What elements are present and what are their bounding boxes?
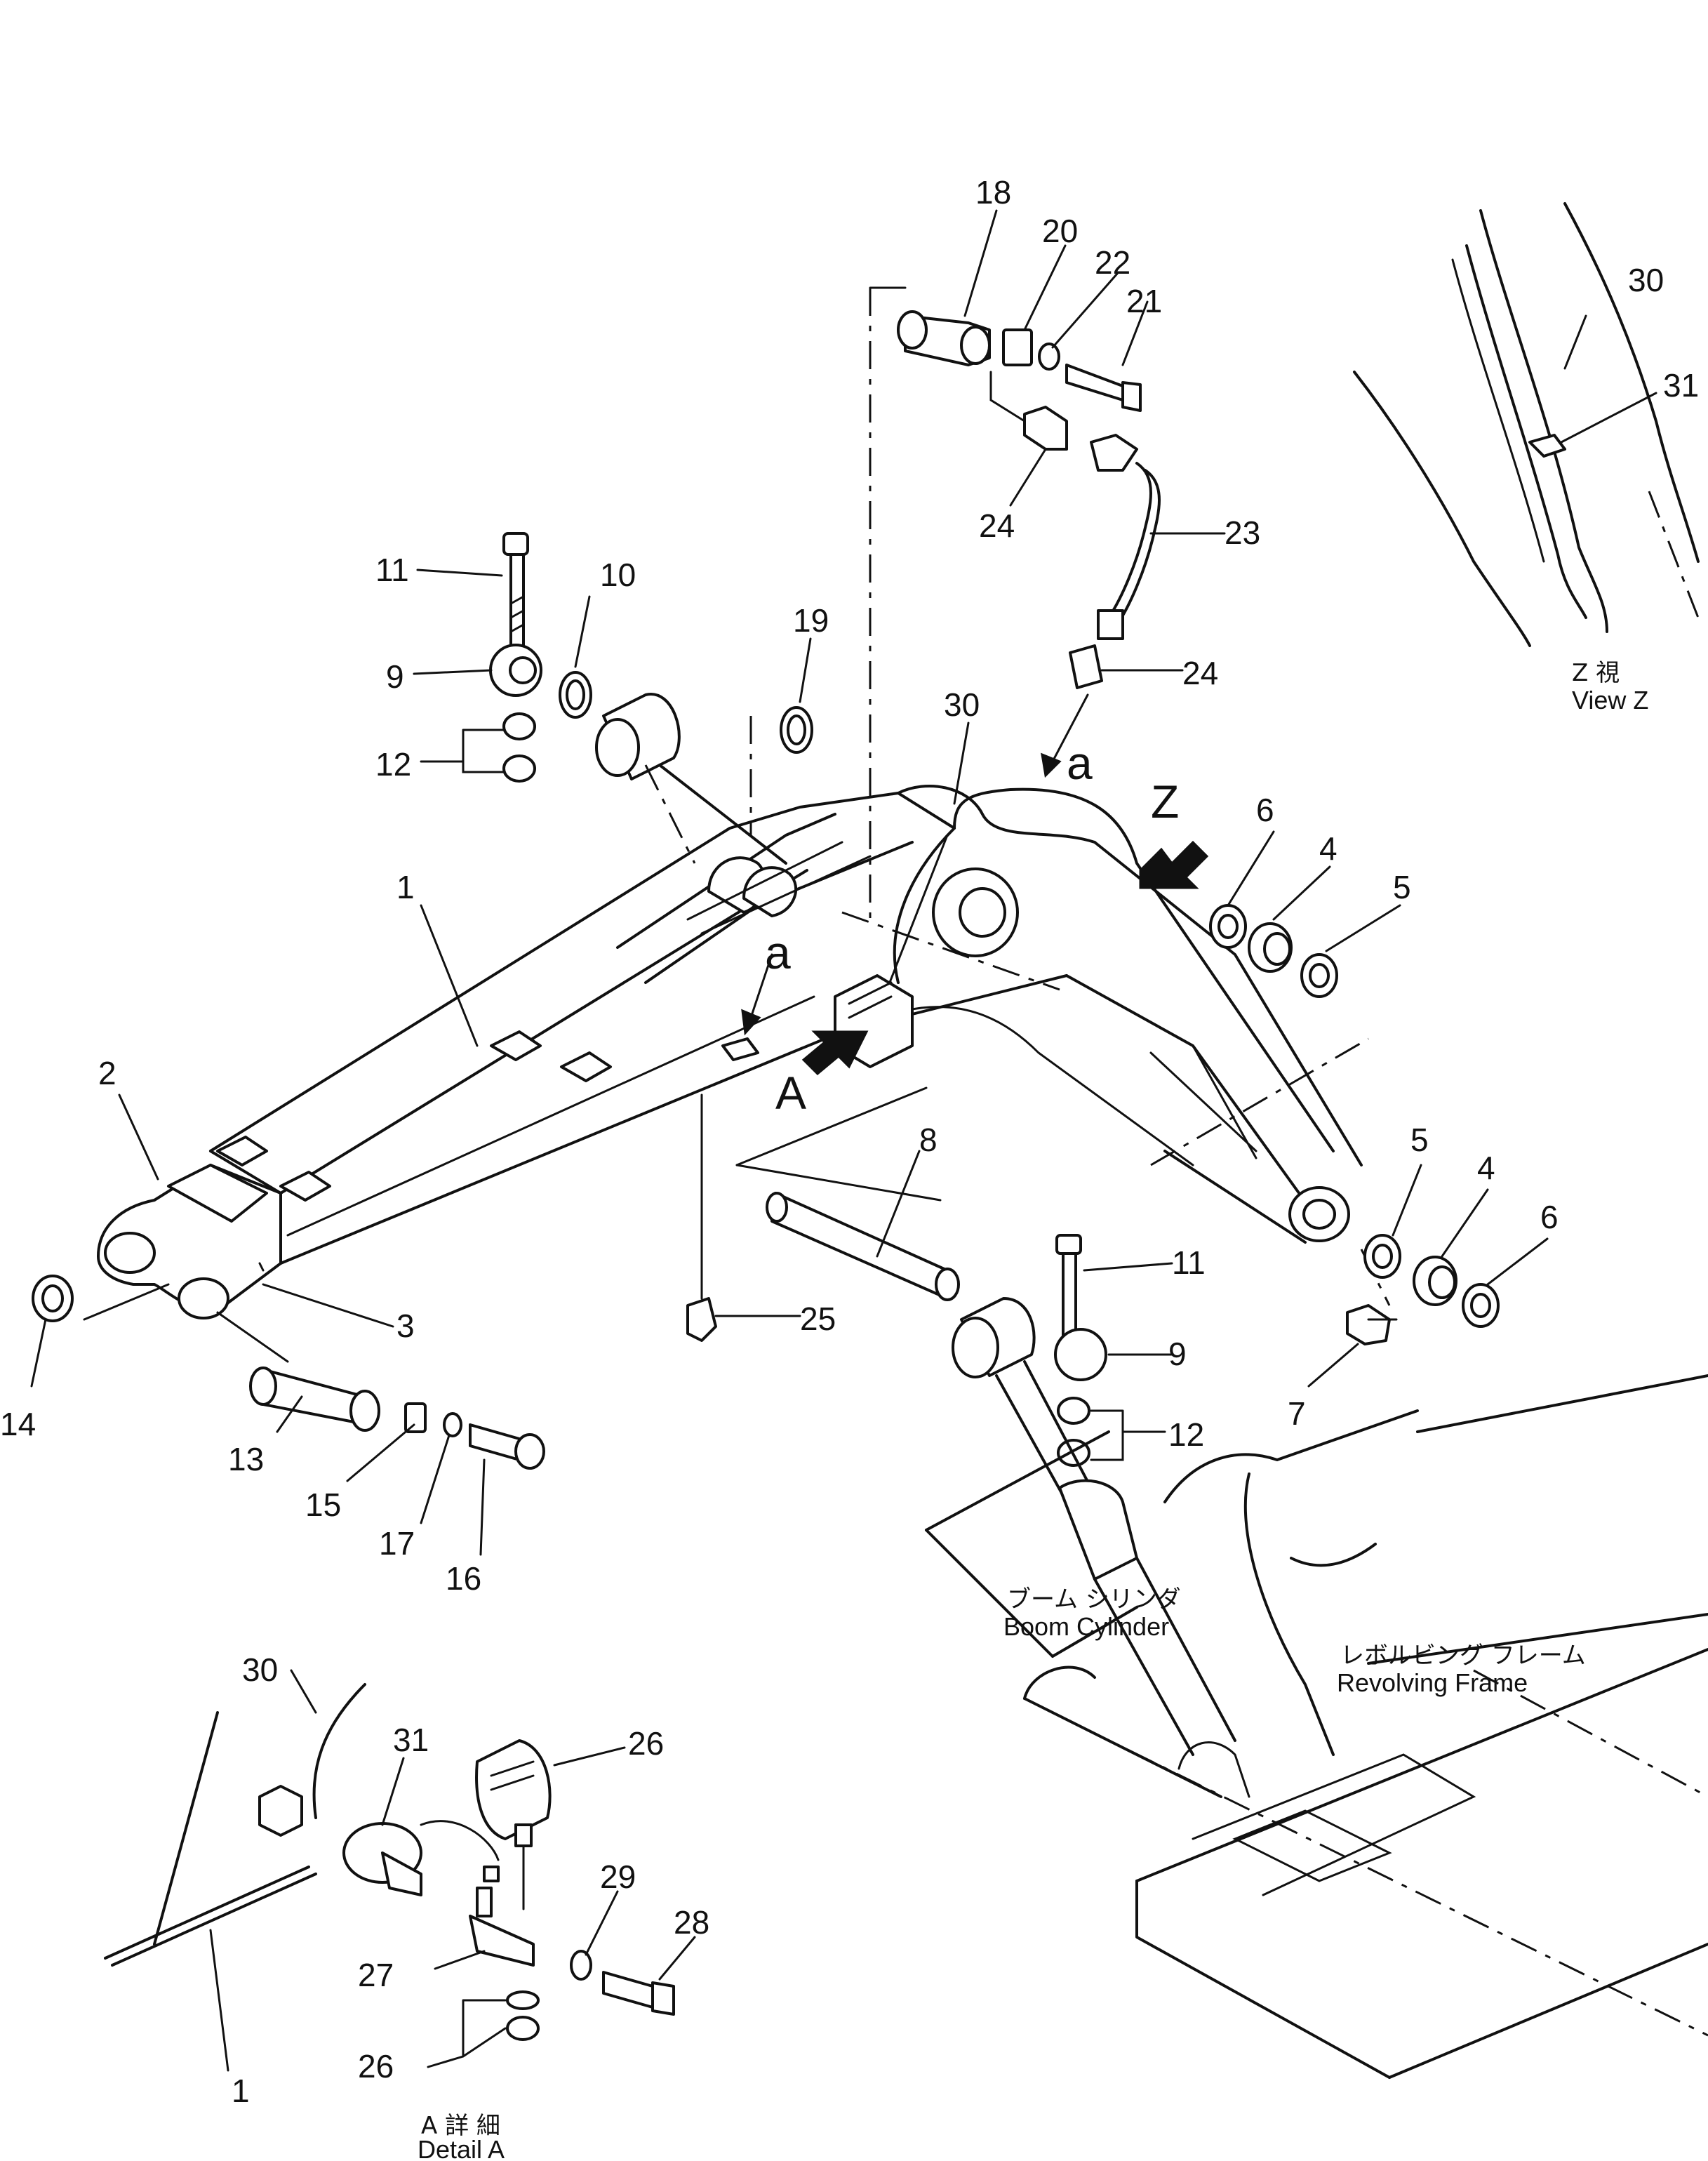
callout-30-boom: 30 xyxy=(944,686,980,723)
revolving-frame-caption-en: Revolving Frame xyxy=(1337,1668,1528,1697)
detail-a-arrow-icon xyxy=(801,1030,869,1076)
callout-26-nut: 26 xyxy=(358,2048,394,2084)
lower-pin-assembly xyxy=(766,1192,1236,1756)
detail-a-caption-jp: A 詳 細 xyxy=(421,2112,500,2140)
callout-4-lower: 4 xyxy=(1477,1150,1495,1186)
boom-cylinder-caption-jp: ブーム シリンダ xyxy=(1007,1585,1181,1614)
callout-28: 28 xyxy=(674,1904,709,1941)
callout-labels: 1 2 3 4 4 5 5 6 6 7 8 9 9 10 11 11 12 12… xyxy=(0,174,1699,2109)
view-z-caption-jp: Z 視 xyxy=(1572,659,1620,687)
callout-9-lower: 9 xyxy=(1168,1336,1187,1372)
callout-5-upper: 5 xyxy=(1393,869,1411,905)
assembly-lines xyxy=(735,286,1391,1306)
boom-body xyxy=(209,785,1363,1265)
callout-17: 17 xyxy=(379,1525,415,1562)
callout-21: 21 xyxy=(1126,283,1162,319)
callout-2: 2 xyxy=(98,1055,116,1091)
callout-24-upper: 24 xyxy=(979,507,1015,544)
callout-5-lower: 5 xyxy=(1410,1122,1429,1158)
callout-18: 18 xyxy=(975,174,1011,211)
callout-27: 27 xyxy=(358,1957,394,1993)
grease-a-upper-marker: a xyxy=(1067,737,1093,789)
upper-pin-assembly xyxy=(489,532,787,865)
callout-31-detail: 31 xyxy=(393,1722,429,1758)
callout-1: 1 xyxy=(396,869,415,905)
view-z-marker: Z xyxy=(1151,776,1179,827)
callout-10: 10 xyxy=(600,557,636,593)
callout-11-lower: 11 xyxy=(1172,1244,1206,1281)
callout-31-viewz: 31 xyxy=(1663,367,1699,404)
front-pin-assembly xyxy=(32,1275,545,1470)
view-z-caption-en: View Z xyxy=(1572,686,1648,714)
wiring-harness xyxy=(883,787,1335,1166)
detail-a-inset xyxy=(104,1683,675,2041)
callout-20: 20 xyxy=(1042,213,1078,249)
washer-19 xyxy=(780,706,813,754)
callout-1-detail: 1 xyxy=(232,2073,250,2109)
callout-13: 13 xyxy=(228,1441,264,1477)
callout-6-lower: 6 xyxy=(1540,1199,1559,1235)
callout-14: 14 xyxy=(0,1406,36,1442)
callout-25: 25 xyxy=(800,1301,836,1337)
marker-letters: Z A a a xyxy=(765,737,1179,1119)
detail-a-caption-en: Detail A xyxy=(418,2135,505,2161)
view-z-inset xyxy=(1353,202,1700,647)
captions: Z 視 View Z ブーム シリンダ Boom Cylinder レボルビング… xyxy=(418,659,1648,2161)
callout-8: 8 xyxy=(919,1122,938,1158)
grease-arrow-upper-icon xyxy=(1041,752,1062,778)
boom-foot-bushings xyxy=(1209,904,1500,1345)
callout-16: 16 xyxy=(446,1560,481,1597)
detail-a-marker: A xyxy=(775,1067,806,1119)
callout-23: 23 xyxy=(1225,514,1260,551)
callout-4-upper: 4 xyxy=(1319,830,1337,867)
callout-9-upper: 9 xyxy=(386,658,404,695)
boom-cylinder-caption-en: Boom Cylinder xyxy=(1003,1612,1169,1641)
revolving-frame xyxy=(925,1374,1708,2079)
leader-lines xyxy=(30,209,1657,2072)
callout-30-viewz: 30 xyxy=(1628,262,1664,298)
callout-15: 15 xyxy=(305,1487,341,1523)
grease-a-lower-marker: a xyxy=(765,926,791,978)
callout-24-lower: 24 xyxy=(1182,655,1218,691)
arm-cylinder-bracket xyxy=(616,813,914,984)
callout-30-detail: 30 xyxy=(242,1651,278,1688)
callout-3: 3 xyxy=(396,1308,415,1344)
direction-arrows xyxy=(741,693,1209,1076)
upper-grease-assembly xyxy=(897,310,1161,689)
callout-7: 7 xyxy=(1288,1395,1306,1432)
revolving-frame-caption-jp: レボルビング フレーム xyxy=(1340,1642,1586,1670)
callout-19: 19 xyxy=(793,602,829,639)
callout-22: 22 xyxy=(1095,244,1130,281)
grease-fitting-25 xyxy=(686,1093,717,1342)
hose-clips xyxy=(216,1030,759,1202)
grease-arrow-lower-icon xyxy=(741,1009,761,1036)
callout-11-upper: 11 xyxy=(375,552,409,588)
callout-26-lamp: 26 xyxy=(628,1725,664,1762)
callout-12-upper: 12 xyxy=(375,746,411,783)
callout-6-upper: 6 xyxy=(1256,792,1274,828)
boom-head xyxy=(97,1164,282,1319)
callout-29: 29 xyxy=(600,1859,636,1895)
callout-12-lower: 12 xyxy=(1168,1416,1204,1453)
view-z-arrow-icon xyxy=(1139,840,1209,889)
